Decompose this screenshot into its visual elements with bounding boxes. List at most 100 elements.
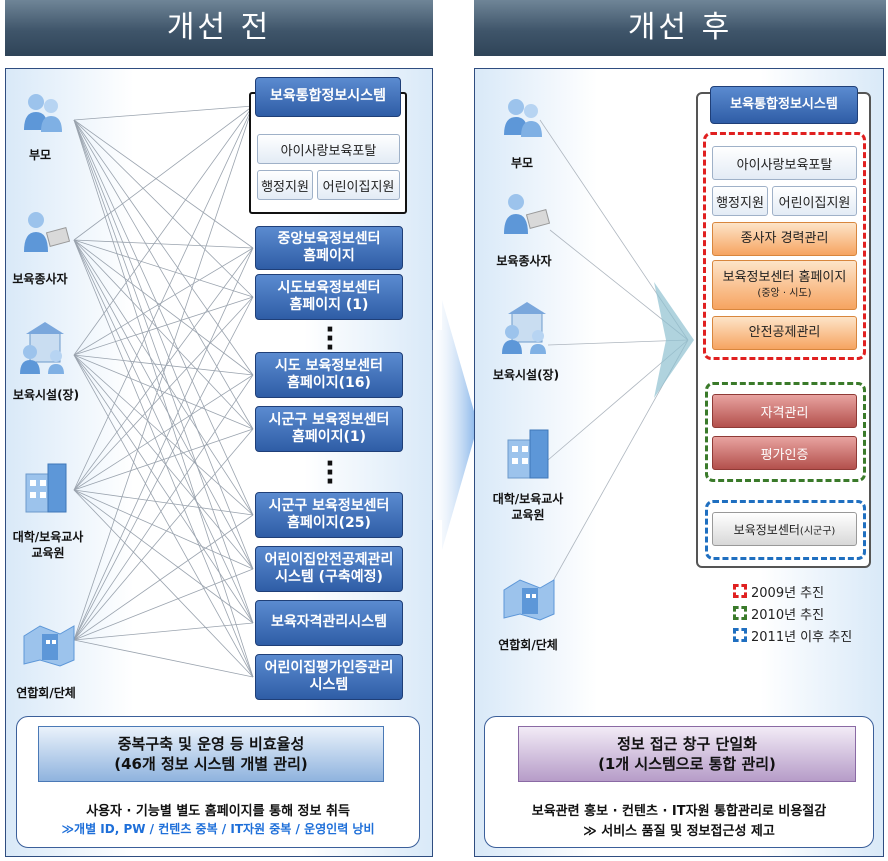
connection-line <box>73 119 254 298</box>
after-actor-label: 대학/보육교사 교육원 <box>492 492 564 522</box>
after-center-homepage: 보육정보센터 홈페이지 (중앙 · 시도) <box>712 260 857 310</box>
before-summary-desc-1: 사용자 · 기능별 별도 홈페이지를 통해 정보 취득 <box>86 804 350 819</box>
after-center-homepage-note: (중앙 · 시도) <box>757 287 812 299</box>
legend-label: 2009년 추진 <box>751 585 825 601</box>
group-2010 <box>705 382 866 482</box>
before-actor-label: 보육시설(장) <box>12 388 80 402</box>
connection-line <box>73 119 254 678</box>
legend-swatch <box>733 606 747 620</box>
after-district-center-label: 보육정보센터 <box>733 522 800 537</box>
connection-line <box>73 239 254 298</box>
group-2009 <box>703 132 866 360</box>
connection-line <box>73 296 254 641</box>
after-actor-label: 부모 <box>510 156 534 170</box>
transition-arrow <box>432 300 478 550</box>
before-system-accreditation: 어린이집평가인증관리 시스템 <box>255 654 403 700</box>
connection-line <box>73 119 254 249</box>
after-system-title: 보육통합정보시스템 <box>710 86 858 124</box>
after-career-mgmt-label: 종사자 경력관리 <box>740 230 829 246</box>
connection-line <box>73 354 254 376</box>
connection-line <box>73 354 254 624</box>
connection-line <box>73 239 254 249</box>
before-actor-facility <box>16 322 76 378</box>
before-actor-label: 대학/보육교사 교육원 <box>12 530 84 560</box>
legend-label: 2011년 이후 추진 <box>751 629 853 645</box>
after-summary-title: 정보 접근 창구 단일화 (1개 시스템으로 통합 관리) <box>518 726 856 782</box>
after-career-mgmt: 종사자 경력관리 <box>712 222 857 256</box>
before-system-sido-center-1: 시도보육정보센터 홈페이지 (1) <box>255 274 403 320</box>
before-summary-desc-2: ≫개별 ID, PW / 컨텐츠 중복 / IT자원 중복 / 운영인력 낭비 <box>61 822 375 836</box>
connection-line <box>73 105 254 356</box>
parents-icon <box>24 94 62 132</box>
childcare-worker-icon <box>504 194 551 234</box>
legend-swatch <box>733 584 747 598</box>
before-main-system-title: 보육통합정보시스템 <box>255 77 401 117</box>
legend-label: 2010년 추진 <box>751 607 825 623</box>
university-icon <box>25 463 67 513</box>
legend-swatch <box>733 628 747 642</box>
connection-line <box>73 489 254 678</box>
legend-item-2009: 2009년 추진 <box>733 580 883 602</box>
connection-line <box>73 119 254 376</box>
connection-line <box>73 489 254 570</box>
after-actor-label: 보육시설(장) <box>492 368 560 382</box>
before-ellipsis-1: ··· <box>325 315 335 363</box>
connection-line <box>73 514 254 641</box>
association-icon <box>23 625 75 667</box>
after-summary-title-line1: 정보 접근 창구 단일화 <box>617 734 757 753</box>
before-ellipsis-2: ··· <box>325 449 335 497</box>
connection-line <box>73 119 254 430</box>
connection-line <box>73 247 254 356</box>
connection-line <box>73 428 254 491</box>
after-center-homepage-label: 보육정보센터 홈페이지 <box>722 270 847 286</box>
group-2011 <box>705 500 866 560</box>
before-system-sigungu-center-1: 시군구 보육정보센터 홈페이지(1) <box>255 406 403 452</box>
association-icon <box>503 579 555 621</box>
after-portal: 아이사랑보육포탈 <box>712 146 857 180</box>
before-admin-support: 행정지원 <box>257 170 313 200</box>
connection-line <box>73 239 254 570</box>
after-actor-university <box>500 426 556 486</box>
connection-line <box>73 428 254 641</box>
after-admin-support: 행정지원 <box>712 186 768 216</box>
after-actor-parents <box>500 95 550 145</box>
legend-item-2011: 2011년 이후 추진 <box>733 624 883 646</box>
after-qualification: 자격관리 <box>712 394 857 428</box>
after-safety-mgmt: 안전공제관리 <box>712 316 857 350</box>
connection-line <box>73 247 254 491</box>
before-actor-parents <box>18 90 68 140</box>
before-system-qualification: 보육자격관리시스템 <box>255 600 403 646</box>
connection-line <box>73 354 254 570</box>
after-safety-mgmt-label: 안전공제관리 <box>748 324 821 340</box>
legend: 2009년 추진 2010년 추진 2011년 이후 추진 <box>733 580 883 646</box>
connection-line <box>73 119 254 516</box>
before-summary-title: 중복구축 및 운영 등 비효율성 (46개 정보 시스템 개별 관리) <box>38 726 384 782</box>
childcare-facility-icon <box>20 322 64 374</box>
after-summary-desc-2: ≫ 서비스 품질 및 정보접근성 제고 <box>583 824 775 839</box>
before-actor-university <box>18 460 74 520</box>
before-system-safety-mgmt: 어린이집안전공제관리 시스템 (구축예정) <box>255 546 403 592</box>
connection-line <box>73 105 254 641</box>
after-actor-worker <box>500 190 560 240</box>
before-summary-title-line2: (46개 정보 시스템 개별 관리) <box>114 755 308 773</box>
before-summary-title-line1: 중복구축 및 운영 등 비효율성 <box>117 734 305 753</box>
connection-line <box>73 105 254 491</box>
before-actor-label: 부모 <box>28 148 52 162</box>
after-summary-desc-1: 보육관련 홍보 · 컨텐츠 · IT자원 통합관리로 비용절감 <box>531 804 827 819</box>
connection-line <box>73 374 254 641</box>
connection-line <box>73 105 254 241</box>
childcare-worker-icon <box>24 212 71 252</box>
connection-line <box>73 296 254 356</box>
after-actor-label: 연합회/단체 <box>498 638 558 652</box>
connection-line <box>73 239 254 624</box>
before-actor-label: 보육종사자 <box>12 272 68 286</box>
before-daycare-support: 어린이집지원 <box>317 170 400 200</box>
after-actor-facility <box>498 302 558 358</box>
after-actor-label: 보육종사자 <box>496 254 552 268</box>
childcare-facility-icon <box>502 302 546 354</box>
connection-line <box>73 568 254 641</box>
after-accreditation: 평가인증 <box>712 436 857 470</box>
connection-line <box>73 296 254 491</box>
